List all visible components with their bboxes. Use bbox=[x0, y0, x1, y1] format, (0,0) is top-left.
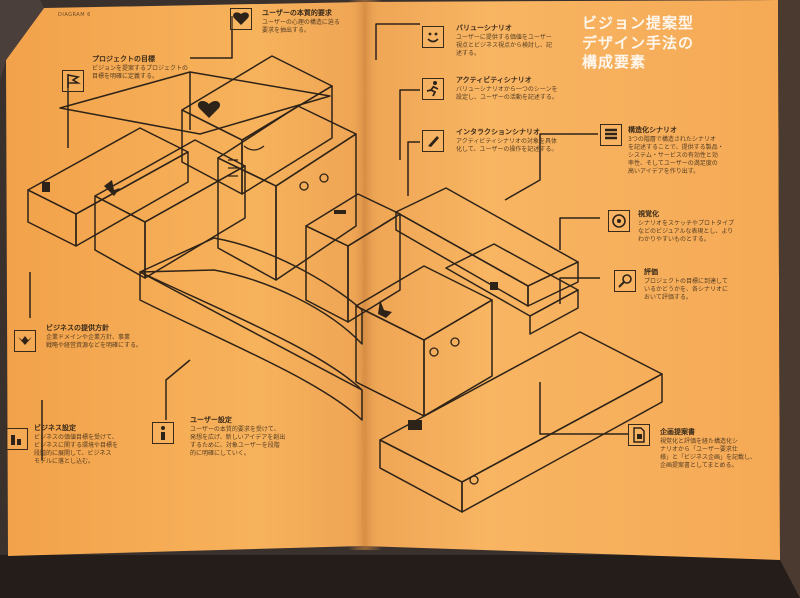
eagle-icon bbox=[104, 180, 120, 196]
magnifier-icon bbox=[614, 270, 636, 292]
magnifier-icon bbox=[469, 475, 479, 485]
evaluation-body: プロジェクトの目標に到達して いるかどうかを、各シナリオに おいて評価する。 bbox=[644, 278, 729, 302]
proposal-body: 視覚化と評価を経た構造化シ ナリオから「ユーザー要求仕 様」と「ビジネス企画」を… bbox=[660, 438, 757, 470]
visualization-title: 視覚化 bbox=[638, 210, 659, 218]
interaction-scenario-title: インタラクションシナリオ bbox=[456, 128, 540, 136]
user-setting-title: ユーザー設定 bbox=[190, 416, 232, 424]
block-icons bbox=[42, 101, 498, 430]
project-goal-body: ビジョンを提案するプロジェクトの 目標を明確に定義する。 bbox=[92, 65, 189, 81]
smile-icon bbox=[243, 145, 265, 151]
flag-icon bbox=[62, 70, 84, 92]
interaction-scenario-body: アクティビティシナリオの対象を具体 化して、ユーザーの操作を記述する。 bbox=[456, 138, 558, 154]
proposal-title: 企画提案書 bbox=[660, 428, 695, 436]
bar-chart-icon bbox=[6, 428, 28, 450]
project-goal-title: プロジェクトの目標 bbox=[92, 55, 155, 63]
user-setting-body: ユーザーの本質的要求を受けて、 発想を広げ、新しいアイデアを創出 するために、対… bbox=[190, 426, 286, 458]
touch-icon bbox=[422, 130, 444, 152]
isometric-diagram bbox=[27, 16, 663, 513]
activity-scenario-title: アクティビティシナリオ bbox=[456, 76, 532, 84]
business-policy-title: ビジネスの提供方針 bbox=[46, 324, 109, 332]
person-icon bbox=[490, 282, 498, 290]
left-corner-shadow bbox=[0, 0, 44, 80]
target-icon bbox=[299, 181, 309, 191]
magnifier-icon bbox=[450, 337, 460, 347]
structured-scenario-title: 構造化シナリオ bbox=[628, 126, 677, 134]
business-setting-title: ビジネス設定 bbox=[34, 424, 76, 432]
user-essence-title: ユーザーの本質的要求 bbox=[262, 9, 332, 17]
person-icon bbox=[152, 422, 174, 444]
structured-scenario-body: 3つの階層で構造されたシナリオ を記述することで、提供する製品・ システム・サー… bbox=[628, 136, 724, 176]
heart-icon bbox=[230, 8, 252, 30]
value-scenario-title: バリューシナリオ bbox=[456, 24, 512, 32]
runner-icon bbox=[334, 210, 346, 214]
eagle-icon bbox=[14, 330, 36, 352]
business-setting-body: ビジネスの価値目標を受けて、 ビジネスに関する環境や目標を 段階的に展開して、ビ… bbox=[34, 434, 119, 466]
magnifier-icon bbox=[319, 173, 329, 183]
right-page bbox=[362, 0, 780, 560]
document-icon bbox=[408, 420, 422, 430]
block-line-icons bbox=[228, 145, 479, 485]
runner-icon bbox=[422, 78, 444, 100]
table-edge bbox=[0, 555, 800, 598]
layers-icon bbox=[600, 124, 622, 146]
activity-scenario-body: バリューシナリオから一つのシーンを 設定し、ユーザーの活動を記述する。 bbox=[456, 86, 558, 102]
bar-chart-icon bbox=[42, 182, 50, 192]
user-essence-body: ユーザーの心理の構造に迫る 要求を抽出する。 bbox=[262, 19, 340, 35]
heart-icon bbox=[197, 101, 221, 118]
business-policy-body: 企業ドメインや企業方針、事業 戦略や経営資源などを明確にする。 bbox=[46, 334, 143, 350]
smile-icon bbox=[422, 26, 444, 48]
target-icon bbox=[429, 347, 439, 357]
target-icon bbox=[608, 210, 630, 232]
layers-icon bbox=[228, 159, 238, 177]
book-cover-edge bbox=[778, 0, 800, 598]
touch-icon bbox=[378, 300, 392, 318]
value-scenario-body: ユーザーに提供する価値をユーザー 視点とビジネス視点から検討し、記 述する。 bbox=[456, 34, 553, 58]
left-page bbox=[6, 2, 365, 556]
header-label: DIAGRAM 6 bbox=[58, 12, 91, 18]
book-gutter bbox=[348, 0, 382, 550]
visualization-body: シナリオをスケッチやプロトタイプ などのビジュアルな表現とし、より わかりやすい… bbox=[638, 220, 735, 244]
main-title: ビジョン提案型 デザイン手法の 構成要素 bbox=[582, 14, 695, 71]
document-icon bbox=[628, 424, 650, 446]
evaluation-title: 評価 bbox=[644, 268, 658, 276]
